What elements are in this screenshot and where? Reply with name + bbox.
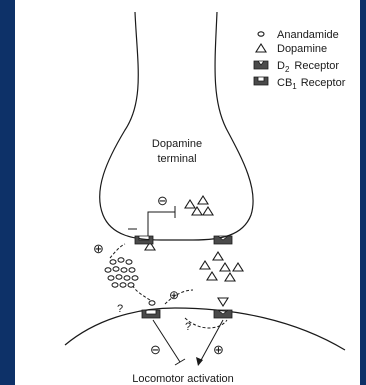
dopamine-legend-icon — [256, 44, 266, 52]
cb1-receptor-postsynaptic — [142, 310, 160, 318]
dopamine-molecule — [198, 196, 208, 204]
dopamine-released — [200, 252, 243, 281]
presynaptic-inhibition-line — [148, 212, 175, 236]
anandamide-molecule — [118, 258, 124, 262]
anandamide-molecule — [113, 267, 119, 271]
anandamide-molecule — [132, 276, 138, 280]
anandamide-feedback-arrow — [110, 244, 125, 258]
question-mark-label-left: ? — [117, 303, 123, 315]
anandamide-molecule — [120, 283, 126, 287]
legend-cb1-label: CB1 Receptor — [277, 77, 346, 91]
d2-receptor-legend-icon — [254, 61, 268, 69]
dopamine-molecule — [207, 272, 217, 280]
legend-d2-label: D2 Receptor — [277, 60, 339, 74]
legend-cb1-suffix: Receptor — [301, 77, 346, 89]
anandamide-molecule — [126, 260, 132, 264]
dopamine-bound — [218, 298, 228, 306]
presynaptic-minus-symbol: ⊖ — [157, 193, 168, 208]
d2-plus-symbol: ⊕ — [213, 342, 224, 357]
anandamide-to-cb1-path — [133, 286, 150, 300]
anandamide-bound — [149, 301, 155, 305]
anandamide-molecule — [116, 275, 122, 279]
dopamine-vesicles-inside — [145, 196, 213, 250]
dopamine-molecule — [203, 207, 213, 215]
anandamide-molecule — [121, 268, 127, 272]
cb1-inhibition-bar — [175, 359, 185, 365]
legend-d2-sub: 2 — [285, 65, 290, 74]
dopamine-molecule — [200, 261, 210, 269]
anandamide-molecule — [105, 268, 111, 272]
dopamine-molecule — [220, 263, 230, 271]
legend-d2-suffix: Receptor — [294, 60, 339, 72]
terminal-label-line1: Dopamine — [152, 138, 202, 150]
anandamide-molecule — [112, 283, 118, 287]
anandamide-legend-icon — [258, 32, 264, 36]
legend-d2-prefix: D — [277, 60, 285, 72]
dopamine-molecule — [233, 263, 243, 271]
legend-dopamine-label: Dopamine — [277, 43, 327, 55]
postsynaptic-membrane — [65, 308, 345, 350]
dopamine-molecule — [213, 252, 223, 260]
legend-anandamide-label: Anandamide — [277, 29, 339, 41]
legend-cb1-sub: 1 — [292, 82, 297, 91]
anandamide-molecule — [129, 268, 135, 272]
anandamide-feedback-plus: ⊕ — [93, 241, 104, 256]
dopamine-molecule — [185, 200, 195, 208]
dopamine-terminal-membrane — [100, 12, 253, 240]
terminal-label-line2: terminal — [157, 153, 196, 165]
cb1-receptor-legend-icon — [254, 77, 268, 85]
anandamide-cluster — [105, 258, 138, 287]
caption-locomotor-activation: Locomotor activation — [132, 373, 234, 385]
legend-cb1-prefix: CB — [277, 77, 292, 89]
question-mark-label: ? — [185, 321, 191, 333]
receptor-interaction-path — [185, 318, 227, 328]
anandamide-molecule — [108, 276, 114, 280]
dopamine-molecule — [225, 273, 235, 281]
anandamide-molecule — [110, 260, 116, 264]
postsynaptic-plus-symbol: ⊕ — [169, 288, 179, 302]
anandamide-molecule — [124, 276, 130, 280]
cb1-receptor-presynaptic — [135, 236, 153, 244]
cb1-minus-symbol: ⊖ — [150, 342, 161, 357]
